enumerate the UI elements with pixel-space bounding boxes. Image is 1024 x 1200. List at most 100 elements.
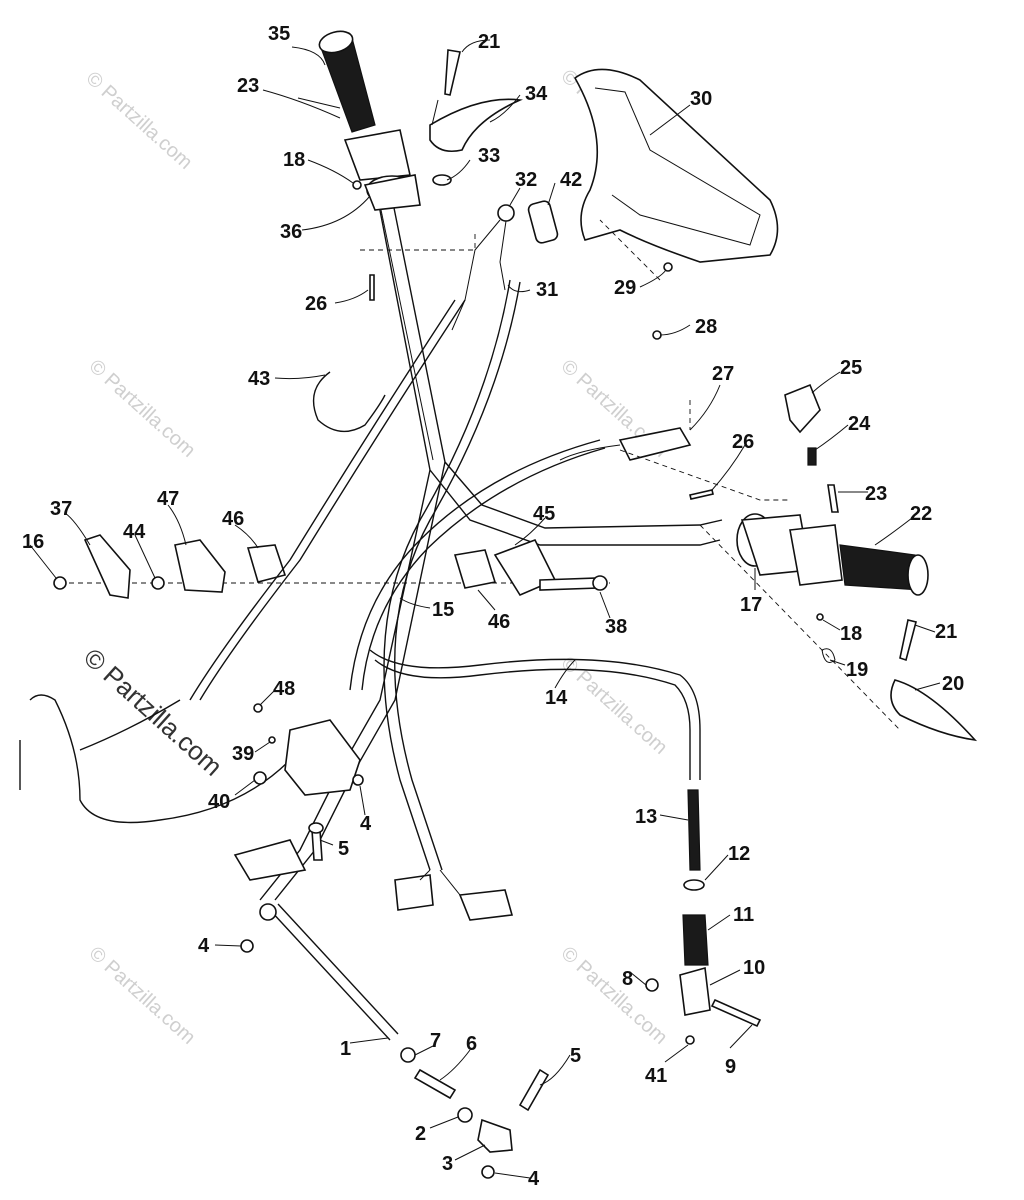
pin-23-top <box>297 97 341 109</box>
leader-lines <box>29 39 941 1179</box>
label-27: 27 <box>712 363 734 385</box>
bolt-6 <box>413 1068 457 1100</box>
plug-42 <box>527 200 559 244</box>
label-44: 44 <box>123 521 146 543</box>
label-13: 13 <box>635 806 657 828</box>
nut-44 <box>151 576 165 590</box>
label-11: 11 <box>733 904 754 926</box>
label-4-middle: 4 <box>198 935 210 957</box>
bolt-5-top <box>311 829 323 861</box>
handlebar <box>259 197 723 901</box>
watermark-bottom-right: © Partzilla.com <box>557 942 672 1049</box>
watermark-main: © Partzilla.com <box>78 642 228 782</box>
spring-11 <box>682 914 709 966</box>
label-38: 38 <box>605 616 627 638</box>
bracket-39 <box>284 719 361 796</box>
label-20: 20 <box>942 673 964 695</box>
nut-4-bottom <box>481 1165 495 1179</box>
left-grip <box>318 30 376 133</box>
construction-lines <box>60 219 901 731</box>
label-48: 48 <box>273 678 295 700</box>
label-33: 33 <box>478 145 500 167</box>
watermark-mid-left: © Partzilla.com <box>85 355 200 462</box>
nut-16 <box>53 576 67 590</box>
label-9: 9 <box>725 1056 736 1078</box>
bracket-37 <box>83 534 131 599</box>
cable-43 <box>312 371 386 433</box>
watermark-top-left: © Partzilla.com <box>82 67 197 174</box>
label-22: 22 <box>910 503 932 525</box>
nut-8 <box>645 978 659 992</box>
screw-26-right <box>689 489 714 500</box>
label-43: 43 <box>248 368 270 390</box>
label-40: 40 <box>208 791 230 813</box>
spring-24 <box>807 447 817 466</box>
label-5-top: 5 <box>338 838 349 860</box>
label-15: 15 <box>432 599 454 621</box>
throttle-cable-left <box>29 694 291 824</box>
switch-32 <box>497 204 515 222</box>
bracket-46-left <box>246 544 287 583</box>
label-35: 35 <box>268 23 290 45</box>
screw-28 <box>652 330 662 340</box>
label-37: 37 <box>50 498 72 520</box>
label-39: 39 <box>232 743 254 765</box>
nut-4-bracket <box>352 774 364 786</box>
label-6: 6 <box>466 1033 477 1055</box>
ball-joint-3 <box>477 1118 513 1153</box>
label-8: 8 <box>622 968 633 990</box>
throttle-lever <box>429 98 523 153</box>
bolt-5-bottom <box>518 1068 550 1112</box>
bracket-47 <box>174 539 226 593</box>
cables <box>79 279 606 871</box>
label-26-top: 26 <box>305 293 327 315</box>
clip-33 <box>432 174 452 186</box>
label-5-bottom: 5 <box>570 1045 581 1067</box>
label-34: 34 <box>525 83 548 105</box>
screw-29 <box>663 262 673 272</box>
label-30: 30 <box>690 88 712 110</box>
bolt-9 <box>710 998 762 1028</box>
bolt-40 <box>253 771 267 785</box>
bracket-46-right <box>453 549 497 589</box>
label-46-bottom: 46 <box>488 611 510 633</box>
steering-arm <box>233 839 307 881</box>
screw-48 <box>253 703 263 713</box>
label-32: 32 <box>515 169 537 191</box>
label-3: 3 <box>442 1153 453 1175</box>
label-17: 17 <box>740 594 762 616</box>
label-41: 41 <box>645 1065 667 1087</box>
label-45: 45 <box>533 503 555 525</box>
connector-right <box>458 889 514 921</box>
label-4-bottom: 4 <box>528 1168 540 1190</box>
label-1: 1 <box>340 1038 351 1060</box>
label-19: 19 <box>846 659 868 681</box>
right-grip-assembly <box>736 513 929 596</box>
label-29: 29 <box>614 277 636 299</box>
label-47: 47 <box>157 488 179 510</box>
left-housing <box>343 129 421 211</box>
label-28: 28 <box>695 316 717 338</box>
nut-18-top <box>352 180 362 190</box>
watermark-bottom-left: © Partzilla.com <box>85 942 200 1049</box>
part-labels: 35 21 23 34 30 18 33 32 42 36 29 26 31 2… <box>22 23 964 1190</box>
label-36: 36 <box>280 221 302 243</box>
bolt-38 <box>539 577 599 591</box>
pin-21-top <box>444 49 461 96</box>
switch-25 <box>784 383 821 434</box>
cable-14 <box>369 649 701 780</box>
label-21-top: 21 <box>478 31 500 53</box>
label-18-right: 18 <box>840 623 862 645</box>
label-12: 12 <box>728 843 750 865</box>
pin-41 <box>685 1035 695 1045</box>
label-26-right: 26 <box>732 431 754 453</box>
label-14: 14 <box>545 687 568 709</box>
label-31: 31 <box>536 279 558 301</box>
threaded-rod-13 <box>687 789 701 871</box>
label-24: 24 <box>848 413 871 435</box>
nut-4-middle <box>240 939 254 953</box>
label-4-bracket: 4 <box>360 813 372 835</box>
label-23-right: 23 <box>865 483 887 505</box>
tie-rod <box>269 909 391 1041</box>
nut-18-right <box>816 613 824 621</box>
